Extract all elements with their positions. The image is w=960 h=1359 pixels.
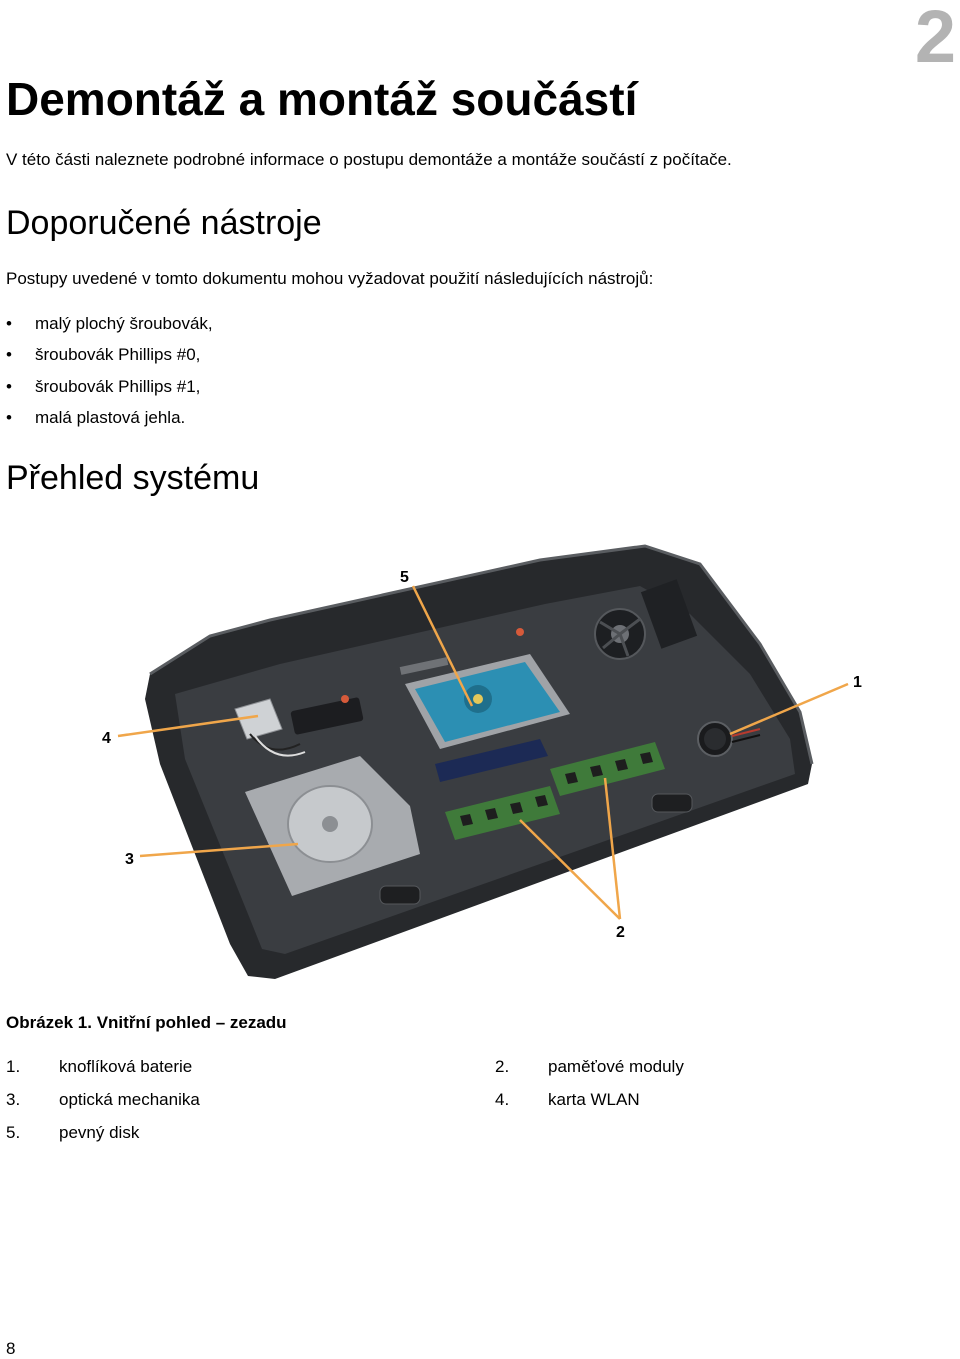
legend-num: 3.	[6, 1090, 21, 1109]
bullet-icon: •	[6, 407, 12, 427]
tool-label: malá plastová jehla.	[35, 407, 186, 427]
legend-num: 4.	[495, 1090, 510, 1109]
list-item: • malá plastová jehla.	[0, 404, 213, 435]
chapter-number: 2	[914, 0, 956, 78]
tool-label: šroubovák Phillips #0,	[35, 345, 201, 365]
legend-label: optická mechanika	[59, 1090, 200, 1109]
legend-num: 5.	[6, 1123, 21, 1142]
callout-5: 5	[400, 569, 409, 586]
bullet-icon: •	[6, 314, 12, 333]
legend-num: 1.	[6, 1057, 21, 1076]
speaker-left	[379, 885, 421, 905]
list-item: • malý plochý šroubovák,	[0, 310, 213, 341]
laptop-interior-figure: 5 1 4 3 2	[102, 544, 862, 979]
callout-2: 2	[616, 924, 625, 941]
tools-paragraph: Postupy uvedené v tomto dokumentu mohou …	[6, 269, 654, 288]
bullet-icon: •	[6, 345, 12, 365]
callout-4: 4	[102, 730, 111, 747]
legend-label: knoflíková baterie	[59, 1057, 193, 1076]
figure-caption: Obrázek 1. Vnitřní pohled – zezadu	[6, 1013, 287, 1032]
bullet-icon: •	[6, 376, 12, 396]
list-item: • šroubovák Phillips #1,	[0, 373, 213, 404]
heat-sink	[640, 579, 698, 649]
fan	[594, 608, 646, 660]
tool-label: malý plochý šroubovák,	[35, 314, 213, 333]
list-item: • šroubovák Phillips #0,	[0, 341, 213, 372]
ram-module-1	[550, 742, 665, 796]
page-title: Demontáž a montáž součástí	[6, 73, 638, 125]
callout-lines	[117, 585, 849, 920]
legend-label: pevný disk	[59, 1123, 140, 1142]
page-number: 8	[6, 1339, 16, 1358]
callout-3: 3	[125, 851, 134, 868]
legend-label: paměťové moduly	[548, 1057, 684, 1076]
hard-disk	[405, 654, 570, 749]
coin-battery	[697, 721, 761, 757]
legend-label: karta WLAN	[548, 1090, 640, 1109]
tool-label: šroubovák Phillips #1,	[35, 376, 201, 396]
system-heading: Přehled systému	[6, 459, 260, 497]
speaker-right	[651, 793, 693, 813]
intro-paragraph: V této části naleznete podrobné informac…	[6, 150, 732, 169]
wlan-card	[234, 698, 306, 757]
tools-heading: Doporučené nástroje	[6, 204, 322, 242]
legend-num: 2.	[495, 1057, 510, 1076]
ram-module-2	[445, 786, 560, 840]
callout-1: 1	[853, 674, 862, 691]
optical-drive	[245, 756, 420, 896]
tools-list: • malý plochý šroubovák, • šroubovák Phill…	[0, 310, 213, 435]
